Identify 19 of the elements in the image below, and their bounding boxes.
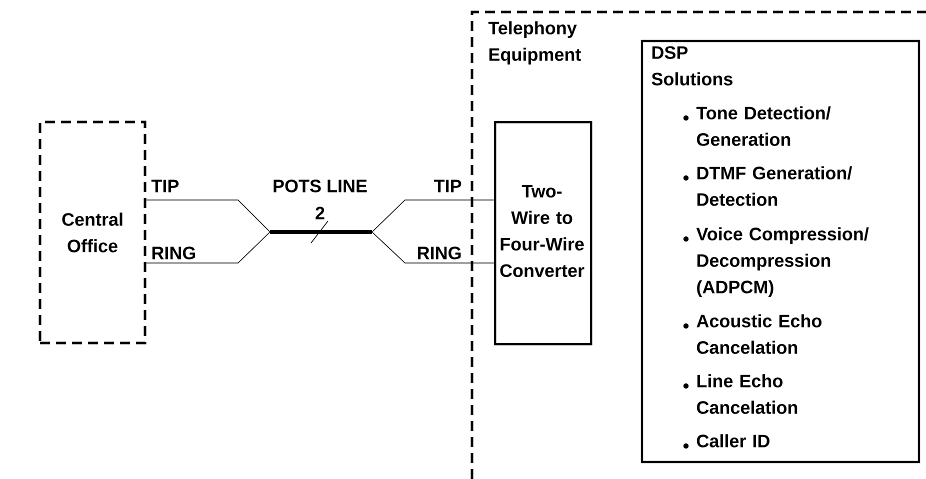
dashed-box: Central Office <box>38 120 146 344</box>
process-box: Two-Wire to Four-Wire Converter <box>494 121 592 346</box>
wire-label: POTS LINE <box>274 180 367 192</box>
region-heading: Telephony Equipment <box>488 21 581 64</box>
wire-label: TIP <box>151 180 179 192</box>
wire <box>146 200 494 232</box>
list-item: Voice Compression/ Decompression (ADPCM) <box>696 227 869 297</box>
wire-label: TIP <box>434 180 462 192</box>
list-item: Caller ID <box>696 434 770 448</box>
wire <box>146 232 494 264</box>
list-item: DTMF Generation/ Detection <box>697 166 852 206</box>
box-heading: DSP Solutions <box>652 46 732 86</box>
wire-label: RING <box>152 246 196 260</box>
wire-label: RING <box>418 246 461 260</box>
list-item: Acoustic Echo Cancelation <box>696 314 822 354</box>
pots-line <box>270 230 372 234</box>
list-item: Line Echo Cancelation <box>696 374 798 414</box>
wire-label: 2 <box>316 206 324 220</box>
list-item: Tone Detection/ Generation <box>696 106 831 146</box>
